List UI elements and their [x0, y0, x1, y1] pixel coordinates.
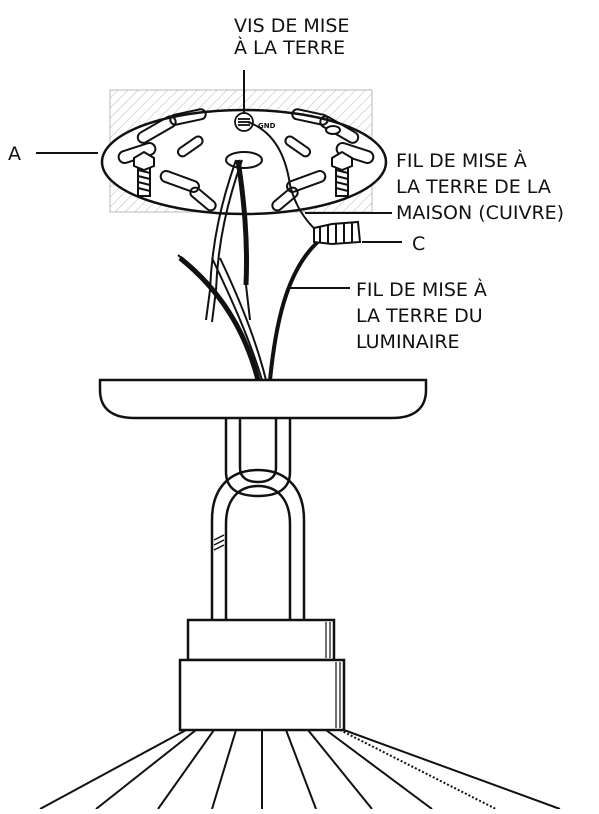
- mounting-plate: [100, 108, 388, 216]
- label-part-a: A: [8, 143, 21, 165]
- label-fixture-ground-wire: FIL DE MISE À LA TERRE DU LUMINAIRE: [356, 278, 487, 353]
- label-ground-screw: VIS DE MISE À LA TERRE: [234, 15, 349, 59]
- label-ground-screw-line2: À LA TERRE: [234, 36, 345, 59]
- label-house-ground-wire: FIL DE MISE À LA TERRE DE LA MAISON (CUI…: [396, 149, 564, 224]
- label-fixture-ground-line2: LA TERRE DU: [356, 305, 483, 327]
- label-fixture-ground-line1: FIL DE MISE À: [356, 278, 487, 301]
- label-fixture-ground-line3: LUMINAIRE: [356, 331, 460, 353]
- wire-connector: [313, 220, 362, 246]
- leader-lines: [36, 70, 402, 289]
- gnd-mark: GND: [258, 122, 276, 130]
- canopy: [98, 378, 428, 420]
- chain-links: [210, 418, 306, 620]
- lamp-shade: [39, 729, 561, 810]
- label-ground-screw-line1: VIS DE MISE: [234, 15, 349, 37]
- fixture-neck: [178, 618, 346, 732]
- label-house-ground-line2: LA TERRE DE LA: [396, 176, 551, 198]
- label-house-ground-line1: FIL DE MISE À: [396, 149, 527, 172]
- label-part-c: C: [412, 233, 425, 255]
- house-wires: [205, 121, 319, 323]
- label-house-ground-line3: MAISON (CUIVRE): [396, 202, 564, 224]
- fixture-wires: [177, 238, 322, 381]
